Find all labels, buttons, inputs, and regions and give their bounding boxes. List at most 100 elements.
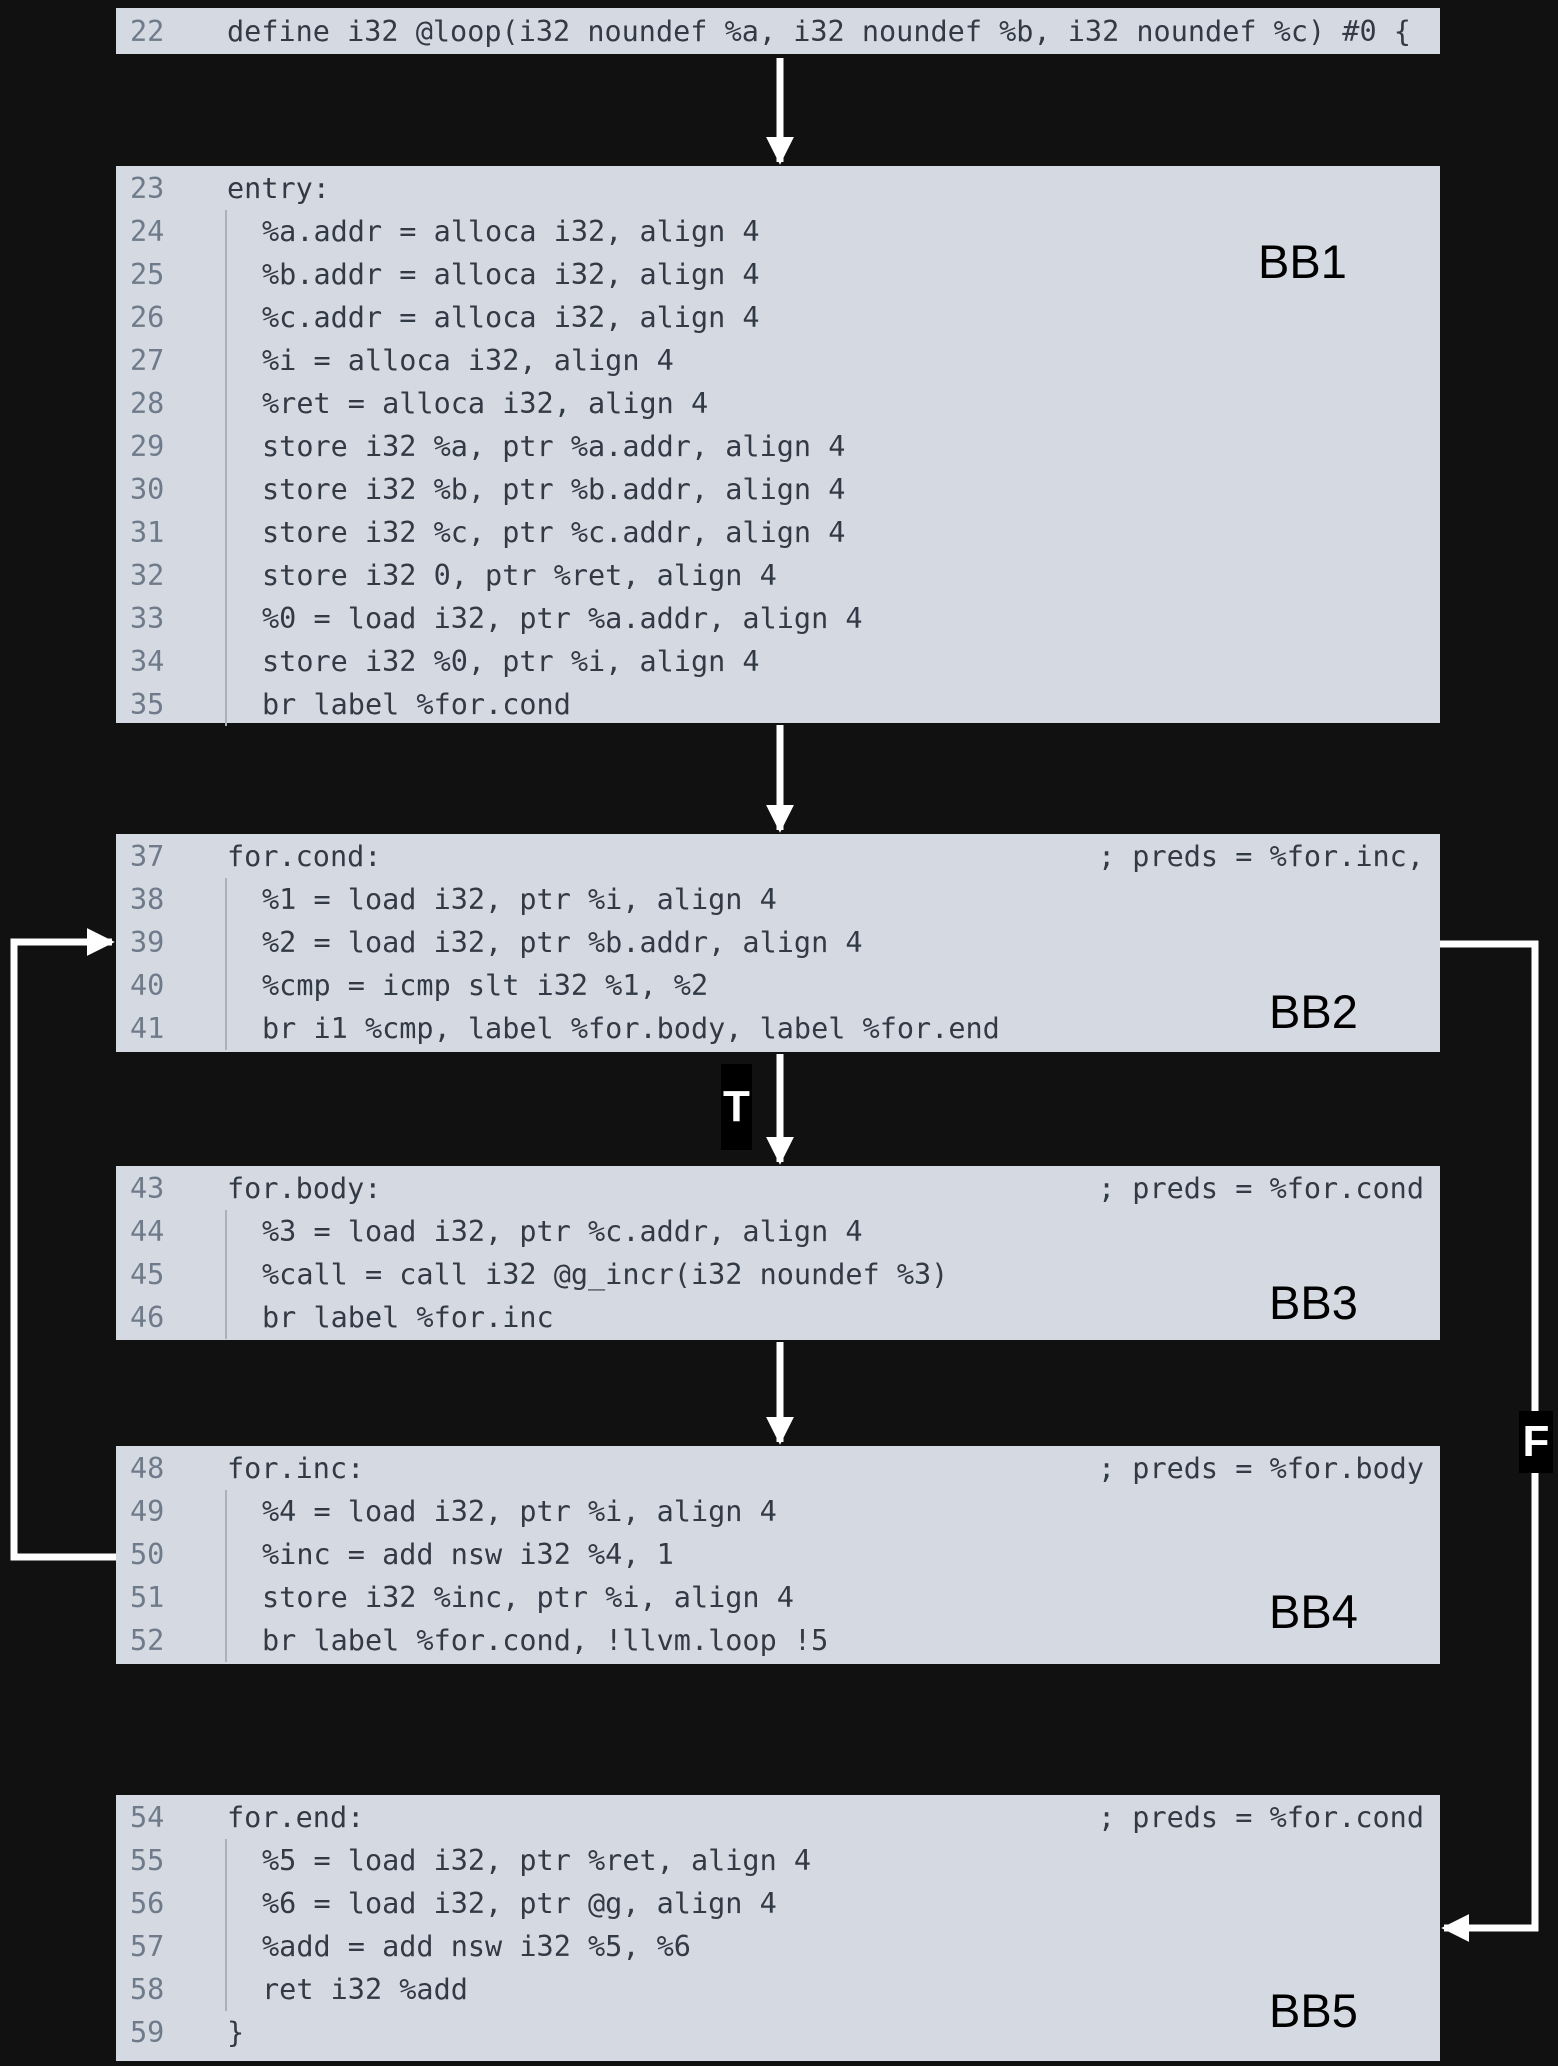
line-number: 43 xyxy=(130,1172,165,1205)
code-text: %4 = load i32, ptr %i, align 4 xyxy=(262,1495,777,1528)
line-number: 59 xyxy=(130,2016,165,2049)
code-text: ret i32 %add xyxy=(262,1973,468,2006)
block-label: BB2 xyxy=(1269,985,1358,1038)
code-line: 59} xyxy=(116,2011,1440,2054)
line-number: 23 xyxy=(130,172,165,205)
code-line: 44%3 = load i32, ptr %c.addr, align 4 xyxy=(116,1210,1440,1253)
code-text: store i32 %0, ptr %i, align 4 xyxy=(262,645,760,678)
indent-guide xyxy=(225,1210,227,1339)
code-line: 32 store i32 0, ptr %ret, align 4 xyxy=(116,554,1440,597)
line-number: 44 xyxy=(130,1215,165,1248)
code-line: 27%i = alloca i32, align 4 xyxy=(116,339,1440,382)
indent-guide xyxy=(225,210,227,726)
code-line: 54 for.end: ; preds = %for.cond xyxy=(116,1796,1440,1839)
code-text: %5 = load i32, ptr %ret, align 4 xyxy=(262,1844,812,1877)
code-line: 43 for.body: ; preds = %for.cond xyxy=(116,1167,1440,1210)
block-label: BB4 xyxy=(1269,1585,1358,1638)
line-number: 41 xyxy=(130,1012,165,1045)
block-label: BB3 xyxy=(1269,1276,1358,1329)
code-text: %0 = load i32, ptr %a.addr, align 4 xyxy=(262,602,863,635)
line-number: 26 xyxy=(130,301,165,334)
basic-block-bb5: 54 for.end: ; preds = %for.cond 55%5 = load… xyxy=(116,1795,1440,2061)
line-number: 29 xyxy=(130,430,165,463)
line-number: 32 xyxy=(130,559,165,592)
code-line: 58 ret i32 %add xyxy=(116,1968,1440,2011)
code-text: br label %for.cond xyxy=(262,688,571,721)
code-line: 49%4 = load i32, ptr %i, align 4 xyxy=(116,1490,1440,1533)
code-text: %cmp = icmp slt i32 %1, %2 xyxy=(262,969,709,1002)
code-text: define i32 @loop(i32 noundef %a, i32 nou… xyxy=(227,15,1411,48)
code-text: %ret = alloca i32, align 4 xyxy=(262,387,709,420)
line-number: 58 xyxy=(130,1973,165,2006)
line-number: 40 xyxy=(130,969,165,1002)
code-line: 29 store i32 %a, ptr %a.addr, align 4 xyxy=(116,425,1440,468)
code-line: 55%5 = load i32, ptr %ret, align 4 xyxy=(116,1839,1440,1882)
code-text: br label %for.cond, !llvm.loop !5 xyxy=(262,1624,829,1657)
code-text: %call = call i32 @g_incr(i32 noundef %3) xyxy=(262,1258,949,1291)
line-number: 31 xyxy=(130,516,165,549)
line-number: 51 xyxy=(130,1581,165,1614)
line-number: 45 xyxy=(130,1258,165,1291)
code-line: 50%inc = add nsw i32 %4, 1 xyxy=(116,1533,1440,1576)
block-label: BB1 xyxy=(1258,235,1347,288)
code-line: 57%add = add nsw i32 %5, %6 xyxy=(116,1925,1440,1968)
code-line: 25%b.addr = alloca i32, align 4 xyxy=(116,253,1440,296)
basic-block-bb4: 48 for.inc: ; preds = %for.body 49%4 = load… xyxy=(116,1446,1440,1664)
code-line: 46 br label %for.inc xyxy=(116,1296,1440,1339)
line-number: 24 xyxy=(130,215,165,248)
code-text: br label %for.inc xyxy=(262,1301,554,1334)
line-number: 37 xyxy=(130,840,165,873)
code-line: 31 store i32 %c, ptr %c.addr, align 4 xyxy=(116,511,1440,554)
code-text: store i32 0, ptr %ret, align 4 xyxy=(262,559,777,592)
code-text: %2 = load i32, ptr %b.addr, align 4 xyxy=(262,926,863,959)
function-signature: 22 define i32 @loop(i32 noundef %a, i32 n… xyxy=(116,8,1440,54)
preds-comment: ; preds = %for.cond xyxy=(1097,1172,1424,1205)
line-number: 48 xyxy=(130,1452,165,1485)
code-text: for.body: xyxy=(227,1172,382,1205)
line-number: 38 xyxy=(130,883,165,916)
line-number: 46 xyxy=(130,1301,165,1334)
basic-block-bb3: 43 for.body: ; preds = %for.cond 44%3 = loa… xyxy=(116,1166,1440,1340)
edge-bb4-backedge-to-bb2 xyxy=(10,928,116,1561)
code-text: for.cond: xyxy=(227,840,382,873)
line-number: 34 xyxy=(130,645,165,678)
line-number: 56 xyxy=(130,1887,165,1920)
indent-guide xyxy=(225,878,227,1050)
code-text: for.inc: xyxy=(227,1452,365,1485)
code-text: br i1 %cmp, label %for.body, label %for.… xyxy=(262,1012,1000,1045)
edge-label-true: T xyxy=(721,1064,752,1150)
code-line: 40 %cmp = icmp slt i32 %1, %2 xyxy=(116,964,1440,1007)
line-number: 22 xyxy=(130,15,165,48)
preds-comment: ; preds = %for.body xyxy=(1097,1452,1424,1485)
line-number: 30 xyxy=(130,473,165,506)
code-line: 41 br i1 %cmp, label %for.body, label %fo… xyxy=(116,1007,1440,1050)
code-line: 34 store i32 %0, ptr %i, align 4 xyxy=(116,640,1440,683)
code-line: 33 %0 = load i32, ptr %a.addr, align 4 xyxy=(116,597,1440,640)
code-text: %6 = load i32, ptr @g, align 4 xyxy=(262,1887,777,1920)
line-number: 27 xyxy=(130,344,165,377)
code-text: store i32 %c, ptr %c.addr, align 4 xyxy=(262,516,846,549)
code-line: 39%2 = load i32, ptr %b.addr, align 4 xyxy=(116,921,1440,964)
signature-line: 22 define i32 @loop(i32 noundef %a, i32 n… xyxy=(116,10,1440,53)
code-text: %1 = load i32, ptr %i, align 4 xyxy=(262,883,777,916)
line-number: 33 xyxy=(130,602,165,635)
line-number: 28 xyxy=(130,387,165,420)
code-text: for.end: xyxy=(227,1801,365,1834)
code-text: } xyxy=(227,2016,245,2049)
line-number: 54 xyxy=(130,1801,165,1834)
code-text: store i32 %a, ptr %a.addr, align 4 xyxy=(262,430,846,463)
preds-comment: ; preds = %for.cond xyxy=(1097,1801,1424,1834)
code-text: %c.addr = alloca i32, align 4 xyxy=(262,301,760,334)
line-number: 25 xyxy=(130,258,165,291)
code-text: %a.addr = alloca i32, align 4 xyxy=(262,215,760,248)
indent-guide xyxy=(225,1839,227,2011)
line-number: 35 xyxy=(130,688,165,721)
code-text: %add = add nsw i32 %5, %6 xyxy=(262,1930,691,1963)
code-text: %inc = add nsw i32 %4, 1 xyxy=(262,1538,674,1571)
